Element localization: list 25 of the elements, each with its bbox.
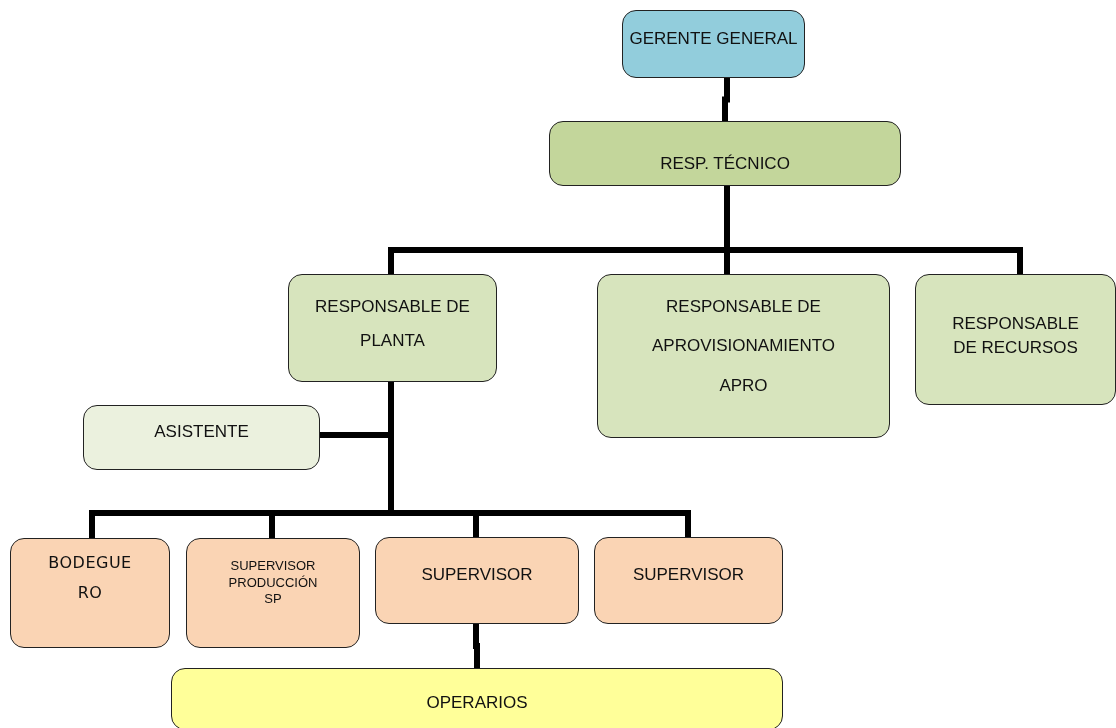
wide-box: [171, 668, 783, 728]
org-box: [186, 538, 360, 648]
org-box: [549, 121, 901, 186]
org-box: [597, 274, 890, 438]
box-label: BODEGUERO: [47, 551, 133, 604]
box-label: ASISTENTE: [154, 421, 249, 444]
org-box: [375, 537, 579, 624]
box-label: GERENTE GENERAL: [629, 29, 798, 49]
box-label: RESP. TÉCNICO: [660, 152, 790, 175]
box-label: OPERARIOS: [426, 691, 528, 714]
org-box: [622, 10, 805, 78]
box-label: SUPERVISOR PRODUCCIÓN SP: [227, 557, 319, 609]
box-label: RESPONSABLE DE RECURSOS: [951, 312, 1080, 359]
connector-line: [722, 78, 730, 121]
org-box: [10, 538, 170, 648]
box-label: SUPERVISOR: [421, 564, 533, 587]
box-label: RESPONSABLE DE PLANTA: [314, 296, 471, 352]
org-box: [288, 274, 497, 382]
box-label: SUPERVISOR: [632, 564, 745, 587]
org-box: [915, 274, 1116, 405]
box-label: RESPONSABLE DE APROVISIONAMIENTO APRO: [651, 296, 836, 397]
org-box: [594, 537, 783, 624]
connector-line: [724, 186, 1023, 274]
connector-line: [473, 624, 480, 668]
org-box: [83, 405, 320, 470]
